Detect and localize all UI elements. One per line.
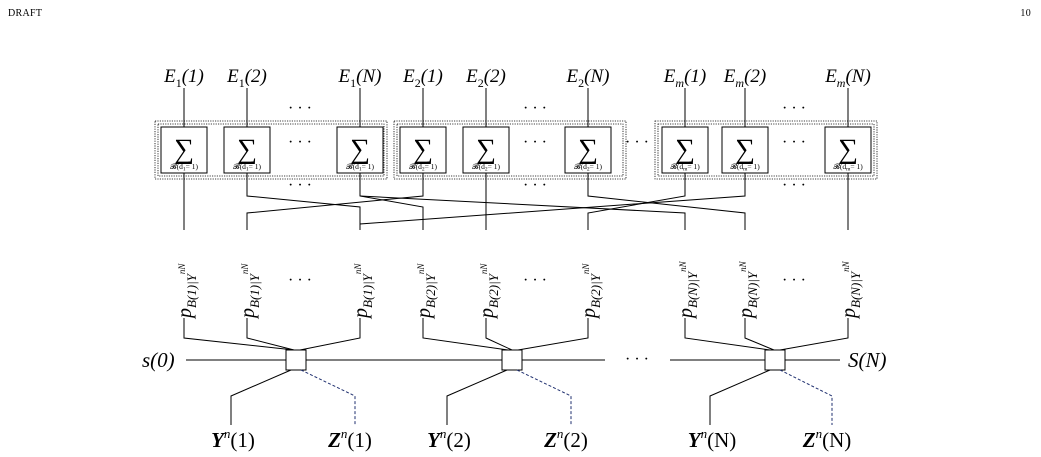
sum-constraint-label: 𝓑(dm= 1) [833, 162, 863, 173]
message-label-p: pB(2)|YnN [413, 263, 438, 320]
sum-node: ∑𝓑(d1= 1) [160, 126, 208, 174]
sum-node: ∑𝓑(dm= 1) [824, 126, 872, 174]
sum-constraint-label: 𝓑(d2= 1) [409, 162, 437, 173]
sum-node: ∑𝓑(d1= 1) [223, 126, 271, 174]
output-label-z: Zn(1) [327, 426, 372, 452]
sum-node: ∑𝓑(dm= 1) [721, 126, 769, 174]
message-label-p: pB(2)|YnN [578, 263, 603, 320]
ellipsis: · · · [288, 100, 312, 117]
ellipsis: · · · [782, 177, 806, 194]
sum-symbol: ∑ [735, 134, 755, 165]
ellipsis: · · · [523, 177, 547, 194]
sum-symbol: ∑ [578, 134, 598, 165]
input-label-e: Em(N) [824, 66, 871, 90]
message-label-p: pB(1)|YnN [174, 263, 199, 320]
message-label-p: pB(N)|YnN [675, 260, 700, 320]
message-label-p: pB(2)|YnN [476, 263, 501, 320]
output-label-z: Zn(2) [543, 426, 588, 452]
input-labels: E1(1) E1(2) E1(N) E2(1) E2(2) E2(N) Em(1) Em(2)… [163, 66, 871, 90]
state-node-2 [501, 349, 523, 371]
ellipsis-marks: · · · · · · · · · · · · · · · · · · · · · · · ·… [288, 100, 806, 368]
message-label-p: pB(1)|YnN [237, 263, 262, 320]
input-label-e: E1(2) [226, 66, 267, 90]
input-label-e: Em(2) [723, 66, 766, 90]
message-label-p: pB(1)|YnN [350, 263, 375, 320]
interleaver-connections [183, 173, 849, 230]
page-number: 10 [1020, 8, 1031, 19]
sum-constraint-label: 𝓑(d1= 1) [346, 162, 374, 173]
input-label-e: E1(N) [338, 66, 382, 90]
input-label-e: E2(N) [566, 66, 610, 90]
state-node-1 [285, 349, 307, 371]
sum-node: ∑𝓑(d1= 1) [336, 126, 384, 174]
sum-constraint-label: 𝓑(dm= 1) [730, 162, 760, 173]
running-header-draft: DRAFT [8, 8, 43, 19]
sum-node: ∑𝓑(d2= 1) [564, 126, 612, 174]
output-lines [230, 369, 833, 425]
sum-symbol: ∑ [476, 134, 496, 165]
sum-node: ∑𝓑(d2= 1) [399, 126, 447, 174]
ellipsis: · · · [625, 351, 649, 368]
node-input-lines [183, 318, 849, 351]
state-chain [186, 349, 840, 371]
sum-symbol: ∑ [174, 134, 194, 165]
input-label-e: Em(1) [663, 66, 706, 90]
state-start-label: s(0) [142, 348, 175, 372]
sum-node-boxes: ∑𝓑(d1= 1)∑𝓑(d1= 1)∑𝓑(d1= 1)∑𝓑(d2= 1)∑𝓑(d… [160, 126, 872, 174]
ellipsis: · · · [523, 272, 547, 289]
ellipsis: · · · [782, 100, 806, 117]
output-label-y: Yn(2) [427, 426, 471, 452]
message-label-p: pB(N)|YnN [735, 260, 760, 320]
output-label-y: Yn(N) [688, 426, 736, 452]
ellipsis: · · · [625, 134, 649, 151]
ellipsis: · · · [782, 272, 806, 289]
input-lines [183, 88, 849, 127]
state-node-n [764, 349, 786, 371]
group-enclosures [154, 120, 878, 180]
input-label-e: E2(2) [465, 66, 506, 90]
ellipsis: · · · [288, 272, 312, 289]
ellipsis: · · · [782, 134, 806, 151]
output-label-y: Yn(1) [211, 426, 255, 452]
sum-symbol: ∑ [350, 134, 370, 165]
output-label-z: Zn(N) [802, 426, 851, 452]
state-end-label: S(N) [848, 348, 887, 372]
sum-node: ∑𝓑(dm= 1) [661, 126, 709, 174]
sum-symbol: ∑ [237, 134, 257, 165]
sum-constraint-label: 𝓑(d1= 1) [170, 162, 198, 173]
message-label-p: pB(N)|YnN [838, 260, 863, 320]
message-labels: pB(1)|YnN pB(1)|YnN pB(1)|YnN pB(2)|YnN pB(2… [174, 260, 863, 320]
ellipsis: · · · [523, 134, 547, 151]
sum-symbol: ∑ [838, 134, 858, 165]
sum-constraint-label: 𝓑(d2= 1) [472, 162, 500, 173]
output-labels: Yn(1) Zn(1) Yn(2) Zn(2) Yn(N) Zn(N) [211, 426, 851, 452]
sum-constraint-label: 𝓑(d1= 1) [233, 162, 261, 173]
ellipsis: · · · [288, 177, 312, 194]
input-label-e: E2(1) [402, 66, 443, 90]
sum-symbol: ∑ [675, 134, 695, 165]
sum-symbol: ∑ [413, 134, 433, 165]
sum-node: ∑𝓑(d2= 1) [462, 126, 510, 174]
sum-constraint-label: 𝓑(dm= 1) [670, 162, 700, 173]
sum-constraint-label: 𝓑(d2= 1) [574, 162, 602, 173]
ellipsis: · · · [288, 134, 312, 151]
ellipsis: · · · [523, 100, 547, 117]
input-label-e: E1(1) [163, 66, 204, 90]
